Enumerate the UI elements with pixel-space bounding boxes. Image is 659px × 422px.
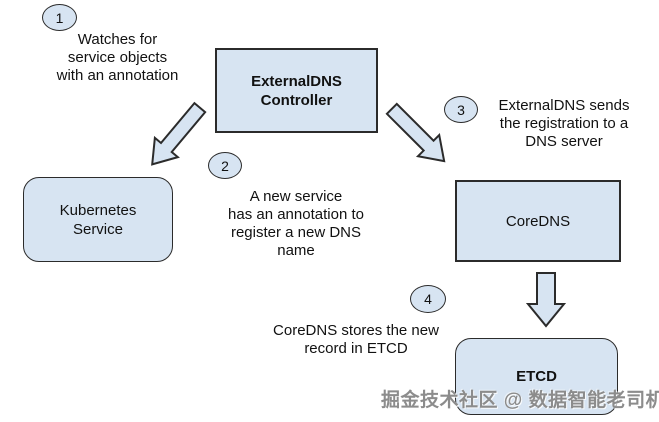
step-3-annotation: ExternalDNS sends the registration to a … bbox=[498, 97, 630, 150]
step-3-badge: 3 bbox=[444, 96, 478, 123]
step-4-badge: 4 bbox=[410, 285, 446, 313]
step-2-annotation: A new service has an annotation to regis… bbox=[228, 188, 364, 259]
arrow-coredns-to-etcd-icon bbox=[525, 272, 567, 328]
watermark: 掘金技术社区 @ 数据智能老司机 bbox=[381, 390, 659, 411]
step-4-number: 4 bbox=[424, 291, 432, 307]
node-kubernetes-service: Kubernetes Service bbox=[23, 177, 173, 262]
node-etcd: ETCD bbox=[455, 338, 618, 415]
step-4-annotation: CoreDNS stores the new record in ETCD bbox=[273, 322, 439, 357]
step-2-badge: 2 bbox=[208, 152, 242, 179]
step-2-number: 2 bbox=[221, 157, 229, 174]
node-externaldns-controller: ExternalDNS Controller bbox=[215, 48, 378, 133]
step-1-badge: 1 bbox=[42, 4, 77, 31]
node-coredns: CoreDNS bbox=[455, 180, 621, 262]
arrow-controller-to-coredns-icon bbox=[380, 97, 456, 173]
step-1-number: 1 bbox=[55, 9, 64, 26]
step-1-annotation: Watches for service objects with an anno… bbox=[56, 31, 179, 84]
step-3-number: 3 bbox=[457, 101, 465, 118]
arrow-controller-to-kubernetes-icon bbox=[139, 97, 212, 176]
